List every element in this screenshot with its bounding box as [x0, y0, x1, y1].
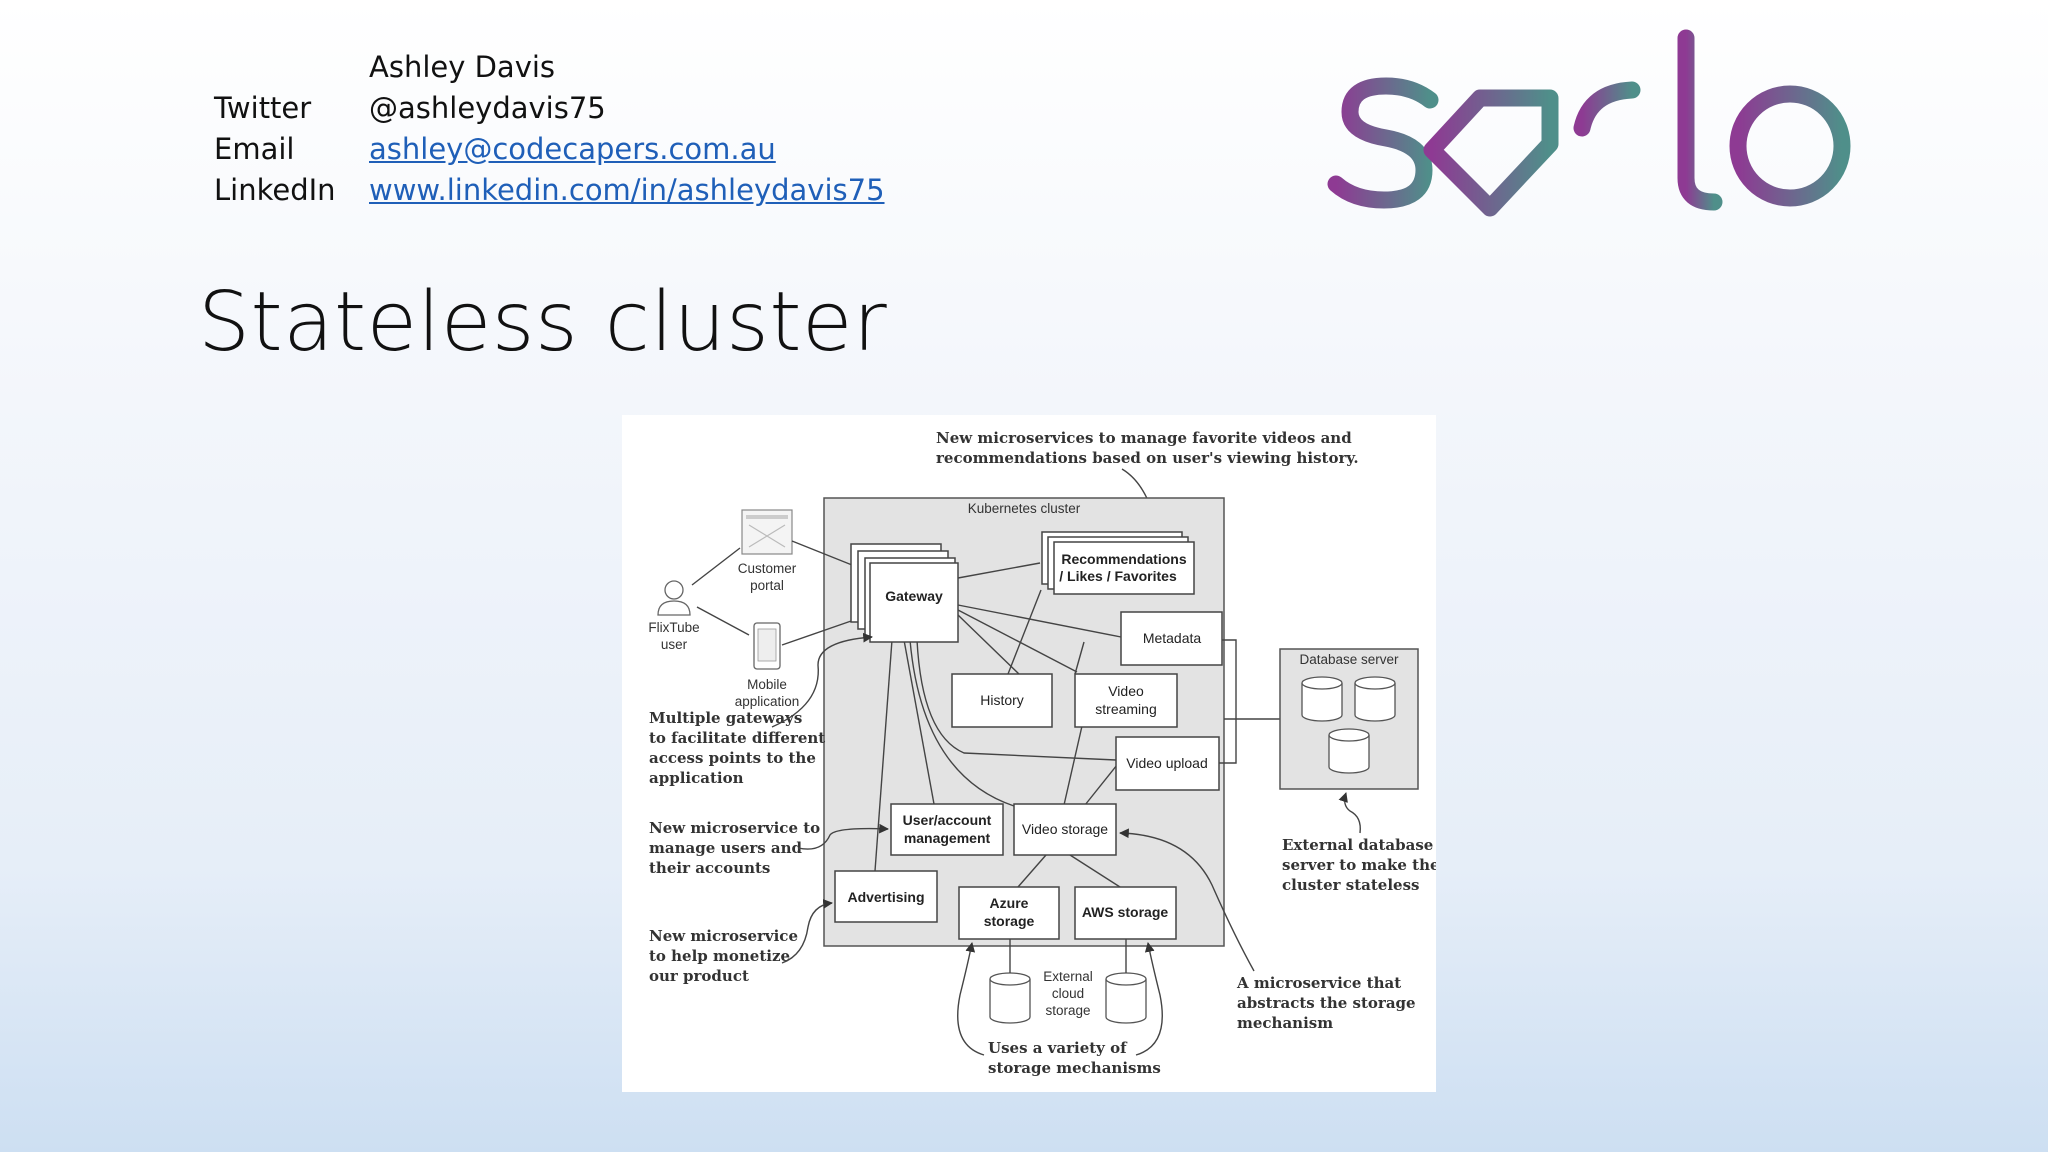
line-gateway-video-streaming [957, 609, 1078, 673]
sortal-logo [1327, 29, 1887, 217]
line-mobile-gateway [781, 619, 855, 646]
note-gateways-3: access points to the [649, 749, 816, 767]
line-recommendations-history [1007, 589, 1042, 675]
line-gateway-video-storage [909, 639, 1015, 807]
flixtube-user-label-1: FlixTube [648, 620, 699, 635]
twitter-handle: @ashleydavis75 [369, 91, 606, 125]
note-gateways-1: Multiple gateways [649, 709, 802, 727]
customer-portal-icon [741, 509, 793, 555]
note-gateways-4: application [649, 769, 744, 787]
azure-storage-label-2: storage [984, 913, 1035, 929]
recommendations-stack [1041, 531, 1195, 595]
arrow-monetize-note [781, 899, 833, 964]
connections [874, 562, 1237, 888]
external-cloud-label-2: cloud [1052, 986, 1084, 1001]
user-account-label-1: User/account [903, 812, 992, 828]
slide-title: Stateless cluster [198, 275, 888, 370]
linkedin-link[interactable]: www.linkedin.com/in/ashleydavis75 [369, 173, 885, 207]
diagram-canvas: New microservices to manage favorite vid… [648, 429, 1436, 1077]
email-label: Email [214, 132, 295, 166]
line-metadata-video-streaming [1074, 641, 1085, 675]
aws-storage-box [1074, 886, 1177, 940]
customer-portal-label-1: Customer [738, 561, 797, 576]
note-external-db-3: cluster stateless [1282, 876, 1419, 894]
note-users-1: New microservice to [649, 819, 820, 837]
mobile-app-label-2: application [735, 694, 800, 709]
arrow-storage-variety-left [957, 942, 985, 1056]
user-account-label-2: management [904, 830, 991, 846]
external-cloud-cylinders [989, 972, 1147, 1024]
line-gateway-video-upload [916, 639, 1117, 761]
line-gateway-metadata [957, 604, 1122, 638]
customer-portal-label-2: portal [750, 578, 784, 593]
video-upload-label: Video upload [1126, 755, 1207, 771]
note-top-line2: recommendations based on user's viewing … [936, 449, 1359, 467]
video-upload-box [1115, 736, 1220, 791]
line-video-storage-aws [1069, 854, 1121, 888]
video-streaming-label-2: streaming [1095, 701, 1156, 717]
architecture-diagram: New microservices to manage favorite vid… [622, 415, 1436, 1092]
note-users-2: manage users and [649, 839, 803, 857]
note-monetize-2: to help monetize [649, 947, 790, 965]
line-video-storage-azure [1017, 854, 1047, 888]
line-metadata-video-upload [1219, 639, 1237, 764]
flixtube-user-label-2: user [661, 637, 688, 652]
video-streaming-box [1074, 673, 1178, 728]
user-account-box [890, 803, 1004, 856]
linkedin-label: LinkedIn [214, 173, 336, 207]
gateway-stack [850, 543, 959, 643]
metadata-label: Metadata [1143, 630, 1202, 646]
history-label: History [980, 692, 1024, 708]
arrow-storage-variety-right [1135, 942, 1163, 1056]
line-portal-gateway [791, 540, 853, 566]
note-monetize-3: our product [649, 967, 749, 985]
metadata-box [1120, 611, 1223, 666]
note-gateways-2: to facilitate different [649, 729, 825, 747]
gateway-label: Gateway [885, 588, 943, 604]
line-video-streaming-video-storage [1063, 725, 1083, 806]
line-gateway-user-account [903, 639, 935, 805]
arrow-users-note [797, 823, 889, 850]
line-video-upload-video-storage [1084, 759, 1122, 806]
external-cloud-label-1: External [1043, 969, 1093, 984]
mobile-phone-icon [753, 622, 781, 670]
note-monetize-1: New microservice [649, 927, 798, 945]
history-box [951, 673, 1053, 728]
note-storage-abstraction-2: abstracts the storage [1237, 994, 1416, 1012]
aws-storage-label: AWS storage [1082, 904, 1169, 920]
note-storage-abstraction-3: mechanism [1237, 1014, 1333, 1032]
note-storage-variety-1: Uses a variety of [988, 1039, 1128, 1057]
user-icon [657, 580, 691, 616]
note-storage-variety-2: storage mechanisms [988, 1059, 1161, 1077]
video-storage-label: Video storage [1022, 821, 1108, 837]
azure-storage-box [958, 886, 1060, 940]
cluster-label: Kubernetes cluster [968, 501, 1081, 516]
mobile-app-label-1: Mobile [747, 677, 787, 692]
database-server-label: Database server [1299, 652, 1399, 667]
arrow-storage-abstraction-note [1119, 828, 1255, 972]
advertising-box [834, 870, 938, 923]
note-storage-abstraction-1: A microservice that [1236, 974, 1401, 992]
line-gateway-recommendations [957, 562, 1041, 579]
arrow-external-db-note [1338, 792, 1361, 834]
arrow-gateways-note [771, 632, 873, 728]
note-external-db-2: server to make the [1282, 856, 1436, 874]
line-gateway-advertising [874, 639, 893, 872]
note-external-db-1: External database [1282, 836, 1433, 854]
recommendations-label-1: Recommendations [1061, 551, 1186, 567]
email-link[interactable]: ashley@codecapers.com.au [369, 132, 776, 166]
video-streaming-label-1: Video [1108, 683, 1144, 699]
recommendations-label-2: / Likes / Favorites [1059, 568, 1177, 584]
advertising-label: Advertising [847, 889, 924, 905]
azure-storage-label-1: Azure [990, 895, 1029, 911]
line-user-mobile [696, 606, 750, 636]
twitter-label: Twitter [214, 91, 312, 125]
external-cloud-label-3: storage [1045, 1003, 1090, 1018]
line-user-portal [691, 547, 741, 586]
note-top-line1: New microservices to manage favorite vid… [936, 429, 1352, 447]
presenter-name: Ashley Davis [369, 50, 556, 84]
note-users-3: their accounts [649, 859, 770, 877]
database-cylinders [1301, 676, 1396, 774]
video-storage-box [1013, 803, 1117, 856]
